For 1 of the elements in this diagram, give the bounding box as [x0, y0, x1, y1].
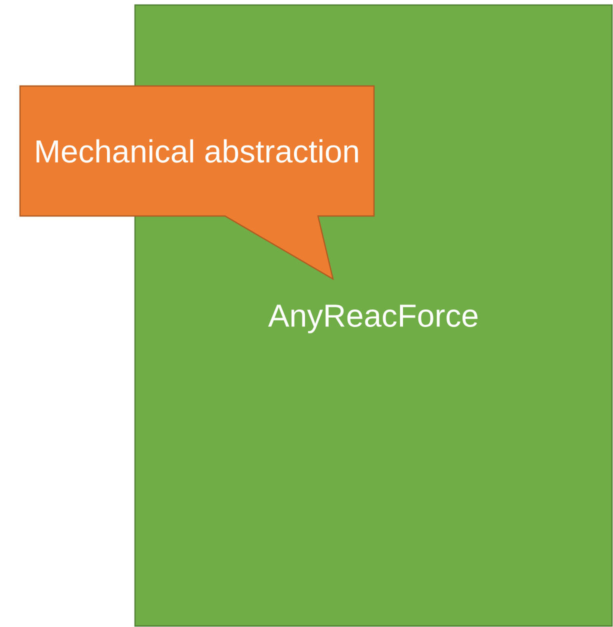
callout-box: Mechanical abstraction [19, 85, 375, 280]
